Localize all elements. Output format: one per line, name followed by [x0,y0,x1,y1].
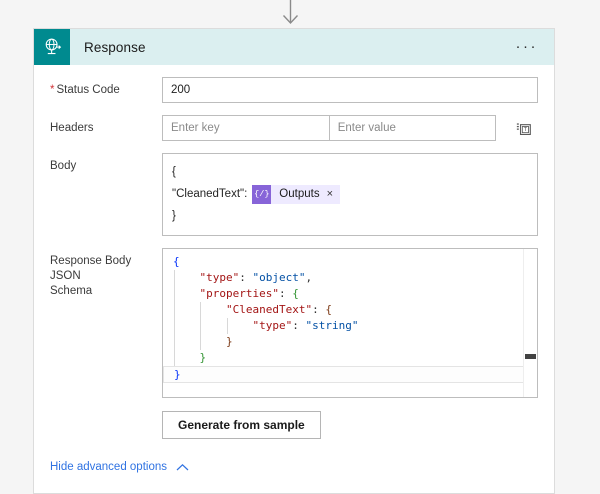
code-token: } [174,368,181,381]
schema-label-line2: Schema [50,284,93,297]
indent-guide [226,318,228,334]
switch-to-text-mode-icon[interactable]: T [508,115,538,141]
indent-guide [200,334,202,350]
indent-guide [174,318,175,334]
code-token: : [312,303,326,316]
incoming-connector [0,0,600,28]
hide-advanced-options-link[interactable]: Hide advanced options [50,461,167,473]
generate-row-spacer [50,411,162,439]
code-token: { [292,287,299,300]
code-token: { [173,255,180,268]
generate-from-sample-button[interactable]: Generate from sample [162,411,321,439]
svg-text:T: T [523,127,527,133]
response-action-card: Response ··· *Status Code Headers [33,28,555,494]
body-line: { [172,161,528,183]
headers-row: Headers T [34,115,554,141]
code-token: : [239,271,253,284]
schema-label: Response Body JSON Schema [50,248,162,299]
header-value-input[interactable] [328,115,496,141]
body-label: Body [50,160,77,172]
advanced-options-row: Hide advanced options [34,461,554,473]
header-key-input[interactable] [162,115,329,141]
body-editor[interactable]: { "CleanedText": {/} Outputs × } [162,153,538,236]
code-token: } [225,335,233,348]
card-header[interactable]: Response ··· [34,29,554,65]
body-line-text: "CleanedText": [172,188,248,200]
card-body: *Status Code Headers T [34,77,554,473]
code-token: : [278,287,293,300]
code-token: } [199,351,207,364]
code-token: "string" [305,319,359,332]
schema-code-line: "properties": { [163,286,537,302]
schema-code-line: } [163,334,537,350]
body-line-text: } [172,210,176,222]
schema-row: Response Body JSON Schema { "type": "obj… [34,248,554,398]
schema-code-line: } [163,350,537,366]
status-code-row: *Status Code [34,77,554,103]
code-token: "properties" [199,287,279,300]
code-token: "type" [199,271,240,284]
indent-guide [174,286,175,302]
code-token: : [292,319,306,332]
indent-guide [174,334,175,350]
schema-code-line: "type": "object", [163,270,537,286]
status-code-input[interactable] [162,77,538,103]
schema-vertical-scrollbar[interactable] [523,249,537,397]
generate-row: Generate from sample [34,411,554,439]
expression-braces-icon: {/} [252,184,272,204]
required-asterisk: * [50,84,55,96]
code-token: { [325,303,332,316]
schema-code-line: "CleanedText": { [163,302,537,318]
schema-code-line: "type": "string" [163,318,537,334]
indent-guide [174,270,175,286]
body-line: "CleanedText": {/} Outputs × [172,183,528,205]
http-response-globe-icon [34,29,70,65]
schema-code-line: { [163,254,537,270]
token-label: Outputs [279,188,320,200]
token-remove-icon[interactable]: × [326,188,334,200]
headers-label: Headers [50,122,94,134]
status-code-label-text: Status Code [56,84,120,96]
schema-code-line: } [163,366,537,383]
indent-guide [174,302,175,318]
schema-editor[interactable]: { "type": "object", "properties": { "Cle… [162,248,538,398]
code-token: "type" [252,319,293,332]
code-token: "CleanedText" [225,303,313,316]
card-title: Response [84,39,146,55]
indent-guide [174,350,175,366]
schema-scrollbar-thumb[interactable] [525,354,536,359]
body-row: Body { "CleanedText": {/} Outputs × [34,153,554,236]
body-line-text: { [172,166,176,178]
dynamic-content-token-outputs[interactable]: {/} Outputs × [252,184,341,204]
code-token: , [305,271,313,284]
schema-code-content: { "type": "object", "properties": { "Cle… [163,254,537,383]
indent-guide [200,302,202,318]
indent-guide [200,318,202,334]
schema-label-line1: Response Body JSON [50,255,132,282]
chevron-up-icon[interactable] [176,463,189,472]
code-token: "object" [252,271,306,284]
body-line: } [172,205,528,227]
arrow-down-icon [282,0,299,25]
status-code-label: *Status Code [50,77,162,98]
ellipsis-horizontal-icon[interactable]: ··· [515,38,538,55]
